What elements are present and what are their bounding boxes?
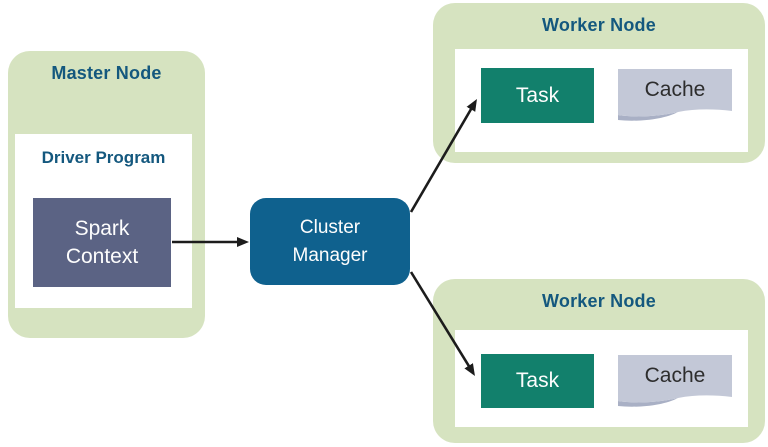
worker-node-1-cache-label: Cache [644, 78, 706, 101]
cache-document-icon [618, 69, 732, 121]
worker-node-2-cache-shape: Cache [618, 355, 732, 413]
spark-context-label-line1: Spark [74, 216, 130, 240]
cache-document-icon [618, 355, 732, 407]
master-node-title: Master Node [51, 63, 162, 83]
cluster-manager-label-line2: Manager [292, 244, 368, 266]
worker-node-1-cache-shape: Cache [618, 69, 732, 127]
worker-node-2-title: Worker Node [542, 291, 656, 311]
worker-node-2-cache-label: Cache [644, 364, 706, 387]
master-node: Master Node Driver Program Spark Context [8, 51, 205, 338]
cluster-manager-box: Cluster Manager [250, 198, 410, 285]
worker-node-1: Worker Node Task Cache [433, 3, 765, 163]
worker-node-1-task-box: Task [481, 68, 594, 123]
worker-node-1-title: Worker Node [542, 15, 656, 35]
worker-node-1-inner: Task Cache [455, 49, 748, 152]
worker-node-2: Worker Node Task Cache [433, 279, 765, 443]
cluster-manager-label-line1: Cluster [299, 216, 361, 238]
spark-context-box: Spark Context [33, 198, 171, 287]
worker-node-2-inner: Task Cache [455, 330, 748, 427]
worker-node-2-task-box: Task [481, 354, 594, 408]
driver-program-title: Driver Program [41, 148, 166, 167]
spark-context-label-line2: Context [65, 244, 139, 268]
driver-program: Driver Program Spark Context [15, 134, 192, 308]
